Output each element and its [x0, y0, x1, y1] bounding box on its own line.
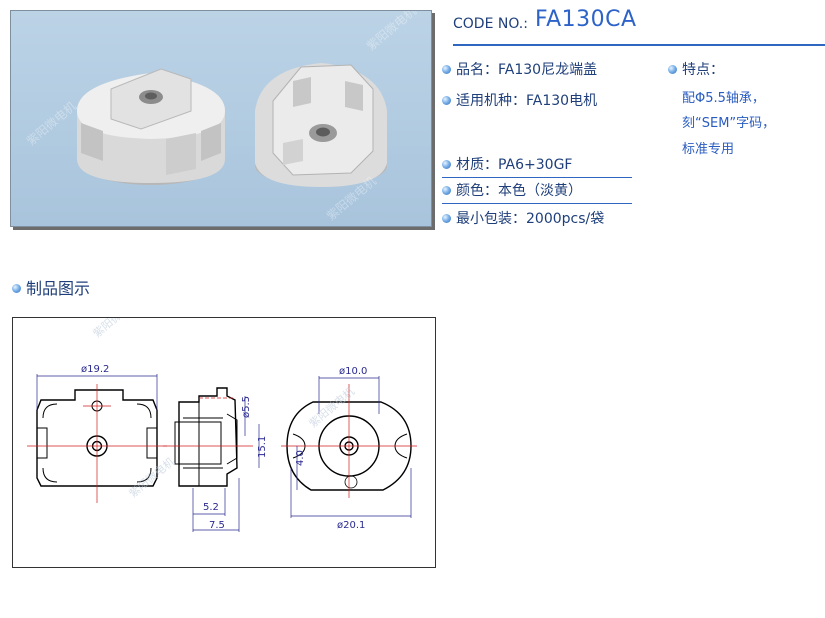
dim-label-d5_5: ø5.5: [241, 396, 252, 418]
dim-side: [192, 396, 260, 532]
section-title-text: 制品图示: [26, 279, 91, 298]
spec-packing-text: 最小包装：2000pcs/袋: [456, 211, 605, 227]
view-side: [174, 387, 238, 487]
end-cap-render-front: [77, 68, 225, 185]
bullet-icon: [442, 64, 451, 74]
spec-applicable-text: 适用机种：FA130电机: [456, 93, 598, 109]
feature-line-2: 刻“SEM”字码，: [682, 116, 776, 131]
centerlines-top: [27, 384, 167, 503]
view-top: [36, 389, 158, 487]
product-render: 紫阳微电机 紫阳微电机 紫阳微电机: [24, 11, 419, 223]
feature-line-3: 标准专用: [682, 142, 735, 157]
spec-name: 品名：FA130尼龙端盖: [442, 59, 597, 79]
code-label: CODE NO.:: [453, 16, 528, 32]
spec-applicable: 适用机种：FA130电机: [442, 90, 597, 110]
bullet-icon: [442, 213, 451, 223]
dim-label-5_2: 5.2: [203, 502, 219, 513]
watermark-3: 紫阳微电机: [306, 384, 357, 430]
svg-text:紫阳微电机: 紫阳微电机: [24, 99, 79, 148]
centerlines-side: [163, 397, 253, 447]
dim-label-d19_2: ø19.2: [81, 364, 109, 375]
spec-color: 颜色：本色（淡黄）: [442, 180, 632, 204]
bullet-icon: [442, 159, 451, 169]
technical-drawing: ø19.2 ø5.5 15.1 5.2 7.5: [12, 317, 436, 568]
features-title-text: 特点：: [682, 62, 724, 78]
dim-label-4_0: 4.0: [295, 450, 306, 466]
features-title: 特点：: [668, 59, 724, 79]
section-title: 制品图示: [12, 275, 90, 299]
dim-bottom: [290, 376, 412, 518]
header-underline: [453, 8, 825, 46]
dim-label-d20_1: ø20.1: [337, 520, 365, 531]
end-cap-render-back: [255, 63, 387, 187]
bullet-icon: [12, 284, 21, 293]
centerlines-bottom: [281, 384, 417, 498]
code-value: FA130CA: [535, 7, 637, 32]
dim-label-15_1: 15.1: [257, 436, 268, 458]
dim-label-d10_0: ø10.0: [339, 366, 367, 377]
bullet-icon: [668, 64, 677, 74]
watermark-1: 紫阳微电机: [90, 318, 141, 340]
spec-material-text: 材质：PA6+30GF: [456, 157, 573, 173]
spec-material: 材质：PA6+30GF: [442, 154, 632, 178]
dim-label-7_5: 7.5: [209, 520, 225, 531]
bullet-icon: [442, 95, 451, 105]
dim-d19_2: [36, 374, 158, 410]
bullet-icon: [442, 185, 451, 195]
spec-color-text: 颜色：本色（淡黄）: [456, 183, 582, 199]
svg-text:紫阳微电机: 紫阳微电机: [364, 11, 419, 53]
drawing-svg: ø19.2 ø5.5 15.1 5.2 7.5: [27, 318, 417, 532]
spec-packing: 最小包装：2000pcs/袋: [442, 208, 604, 228]
product-photo: 紫阳微电机 紫阳微电机 紫阳微电机: [10, 10, 432, 227]
watermark-2: 紫阳微电机: [126, 454, 177, 500]
feature-line-1: 配Φ5.5轴承，: [682, 91, 765, 106]
spec-name-text: 品名：FA130尼龙端盖: [456, 62, 598, 78]
